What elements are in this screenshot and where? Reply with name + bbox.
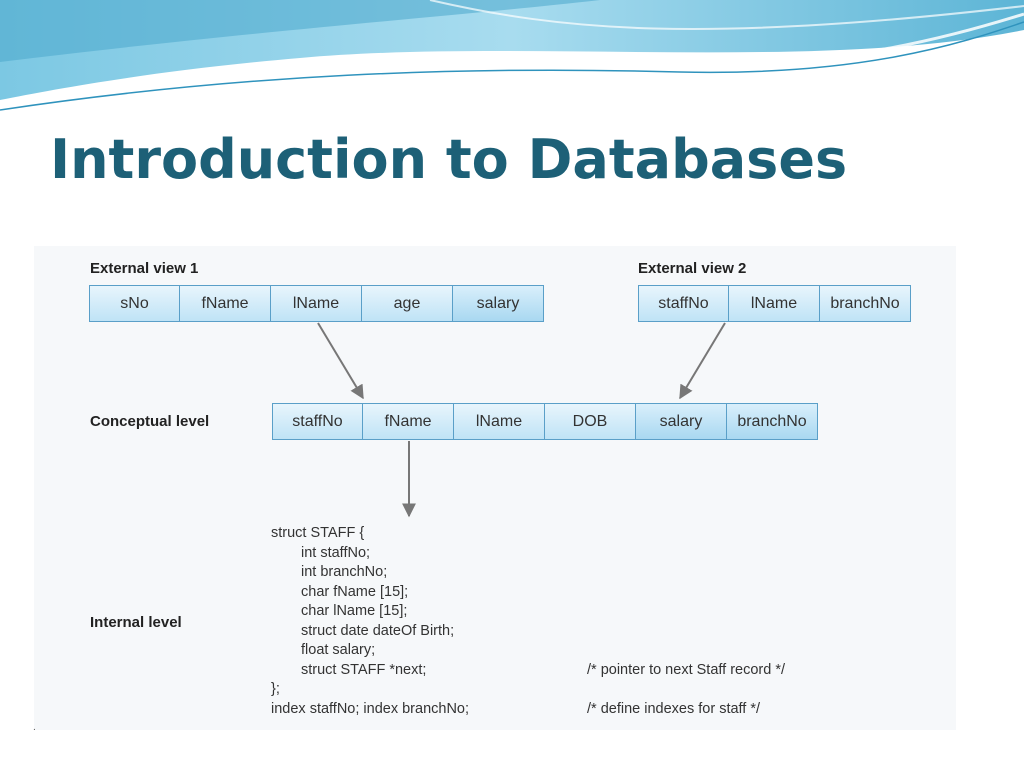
- code-line: char lName [15];: [271, 602, 851, 622]
- field-cell: fName: [180, 285, 271, 322]
- conceptual-level-fields: staffNo fName lName DOB salary branchNo: [272, 403, 818, 440]
- code-statement: int staffNo;: [301, 544, 371, 561]
- code-statement: char lName [15];: [301, 603, 408, 619]
- code-statement: index staffNo; index branchNo;: [271, 700, 470, 717]
- field-cell: age: [362, 285, 453, 322]
- field-cell: sNo: [89, 285, 180, 322]
- field-cell: salary: [453, 285, 544, 322]
- code-line: };: [271, 680, 851, 700]
- field-cell: lName: [454, 403, 545, 440]
- conceptual-level-label: Conceptual level: [90, 413, 210, 430]
- code-line: int branchNo;: [271, 563, 851, 583]
- internal-level-label: Internal level: [90, 614, 182, 631]
- external-view-2-label: External view 2: [638, 260, 747, 277]
- field-cell: salary: [636, 403, 727, 440]
- external-view-1-label: External view 1: [90, 260, 199, 277]
- code-line: float salary;: [271, 641, 851, 661]
- code-statement: int branchNo;: [301, 564, 388, 580]
- code-statement: float salary;: [301, 642, 376, 658]
- code-statement: struct STAFF *next;: [301, 661, 427, 678]
- field-cell: fName: [363, 403, 454, 440]
- field-cell: lName: [271, 285, 362, 322]
- code-line: int staffNo;: [271, 544, 851, 564]
- internal-level-code: struct STAFF { int staffNo; int branchNo; c…: [271, 524, 851, 719]
- arrow-external1-to-conceptual: [317, 322, 364, 400]
- arrow-external2-to-conceptual: [679, 322, 726, 400]
- field-cell: branchNo: [820, 285, 911, 322]
- footer-mark: .: [33, 722, 36, 733]
- code-line: struct STAFF *next; /* pointer to next St…: [271, 661, 851, 681]
- code-statement: char fName [15];: [301, 583, 409, 600]
- field-cell: staffNo: [272, 403, 363, 440]
- code-line: struct STAFF {: [271, 524, 851, 544]
- code-comment: /* pointer to next Staff record */: [587, 661, 786, 678]
- external-view-1-fields: sNo fName lName age salary: [89, 285, 544, 322]
- code-statement: struct STAFF {: [271, 525, 365, 541]
- field-cell: branchNo: [727, 403, 818, 440]
- slide-title: Introduction to Databases: [50, 128, 848, 191]
- code-line: struct date dateOf Birth;: [271, 622, 851, 642]
- code-line: char fName [15];: [271, 583, 851, 603]
- code-comment: /* define indexes for staff */: [587, 700, 761, 717]
- external-view-2-fields: staffNo lName branchNo: [638, 285, 911, 322]
- code-line: index staffNo; index branchNo; /* define …: [271, 700, 851, 720]
- three-level-architecture-diagram: [34, 246, 956, 730]
- header-wave-decoration: [0, 0, 1024, 111]
- code-statement: struct date dateOf Birth;: [301, 622, 455, 639]
- field-cell: lName: [729, 285, 820, 322]
- field-cell: staffNo: [638, 285, 729, 322]
- code-statement: };: [271, 681, 280, 697]
- field-cell: DOB: [545, 403, 636, 440]
